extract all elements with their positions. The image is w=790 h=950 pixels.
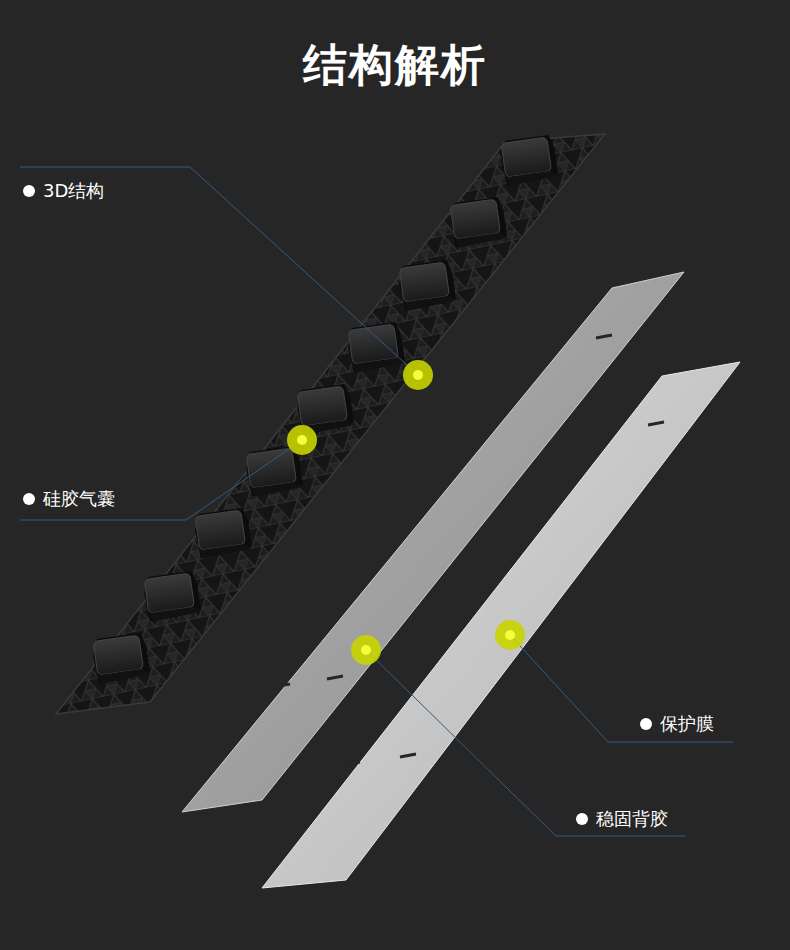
part-label: 保护膜 <box>660 713 714 735</box>
part-label: 硅胶气囊 <box>43 488 115 510</box>
page-title: 结构解析 <box>303 36 487 95</box>
part-label: 3D结构 <box>43 180 104 202</box>
leader-lines <box>20 167 733 836</box>
bullets <box>23 185 652 825</box>
part-label: 稳固背胶 <box>596 808 668 830</box>
callout-dots <box>287 360 525 665</box>
